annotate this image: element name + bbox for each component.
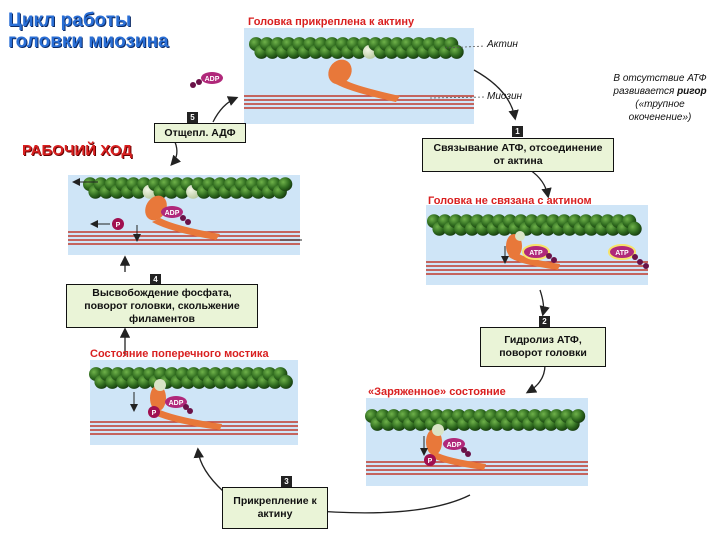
actin-filament-detached [427, 214, 642, 236]
adp-phosphate-cross-bridge: ADP P [148, 396, 193, 418]
panel-title-charged: «Заряженное» состояние [368, 386, 506, 398]
svg-text:ADP: ADP [169, 400, 184, 407]
step-box-1: Связывание АТФ, отсоединение от актина [422, 138, 614, 172]
svg-text:ADP: ADP [447, 442, 462, 449]
panel-title-detached: Головка не связана с актином [428, 195, 592, 207]
panel-title-cross-bridge: Состояние поперечного мостика [90, 348, 269, 360]
myosin-head-top [328, 59, 400, 102]
step-box-2: Гидролиз АТФ, поворот головки [480, 327, 606, 367]
label-leader-lines [429, 45, 486, 99]
svg-text:P: P [428, 458, 433, 465]
step-number-2: 2 [539, 316, 550, 327]
myosin-label: Миозин [487, 91, 523, 102]
svg-text:P: P [152, 410, 157, 417]
adp-released: ADP [190, 72, 223, 88]
actin-label: Актин [487, 39, 518, 50]
title-line-1: Цикл работы [8, 10, 132, 31]
actin-filament-cross-bridge [89, 367, 293, 389]
step-box-3: Прикрепление к актину [222, 487, 328, 529]
page-title: Цикл работы головки миозина [8, 10, 208, 52]
atp-bound: ATP [522, 244, 557, 263]
panel-title-attached: Головка прикреплена к актину [248, 16, 415, 28]
step-number-4: 4 [150, 274, 161, 285]
motion-arrows [72, 178, 509, 456]
myosin-head-detached [506, 231, 560, 270]
actin-monomer [278, 374, 293, 389]
atp-free: ATP [608, 244, 649, 269]
step-number-5: 5 [187, 112, 198, 123]
adp-phosphate-charged: ADP P [424, 438, 471, 466]
actin-filament-charged [365, 409, 586, 431]
myosin-head-power-stroke [145, 195, 220, 240]
myosin-head-cross-bridge [150, 379, 222, 430]
svg-text:ATP: ATP [615, 250, 629, 257]
rigor-note: В отсутствие АТФ развивается ригор («тру… [604, 72, 716, 124]
step-box-4: Высвобождение фосфата, поворот головки, … [66, 284, 258, 328]
svg-text:ADP: ADP [205, 76, 220, 83]
rigor-note-line1: В отсутствие АТФ развивается [613, 73, 707, 97]
actin-monomer [571, 409, 586, 424]
actin-monomer [627, 221, 642, 236]
step-box-5: Отщепл. АДФ [154, 123, 246, 143]
adp-power-stroke: ADP [161, 206, 191, 225]
actin-filament-top [249, 37, 464, 59]
svg-text:ATP: ATP [529, 250, 543, 257]
actin-monomer [449, 44, 464, 59]
phosphate-released: P [90, 218, 124, 230]
title-line-2: головки миозина [8, 31, 169, 52]
myosin-head-charged [426, 424, 486, 470]
rigor-note-term: ригор [677, 86, 707, 97]
svg-text:ADP: ADP [165, 210, 180, 217]
step-number-1: 1 [512, 126, 523, 137]
actin-filament-power-stroke [83, 177, 293, 199]
rigor-note-line2: («трупное окоченение») [628, 99, 692, 123]
step-number-3: 3 [281, 476, 292, 487]
actin-monomer [278, 177, 293, 192]
power-stroke-label: РАБОЧИЙ ХОД [22, 142, 133, 159]
svg-text:P: P [116, 222, 121, 229]
